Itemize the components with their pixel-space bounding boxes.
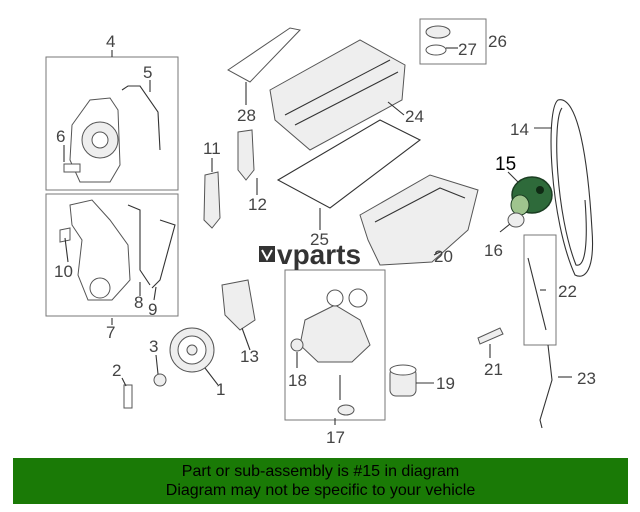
callout-18: 18 — [288, 371, 307, 390]
engine-cover-28 — [227, 27, 301, 83]
callout-14: 14 — [510, 120, 529, 139]
info-banner: Part or sub-assembly is #15 in diagram D… — [13, 458, 628, 504]
valve-cover-24 — [269, 39, 406, 151]
group-box-7 — [45, 193, 179, 317]
dipstick-tube — [539, 344, 553, 429]
oil-cap — [425, 25, 451, 39]
part-16 — [507, 212, 525, 228]
bracket-11 — [203, 171, 221, 229]
callout-17: 17 — [326, 428, 345, 447]
callout-26: 26 — [488, 32, 507, 51]
callout-24: 24 — [405, 107, 424, 126]
callout-12: 12 — [248, 195, 267, 214]
callout-4: 4 — [106, 32, 115, 51]
oil-cap-seal — [425, 44, 447, 56]
lower-timing-cover — [59, 199, 176, 301]
info-line-1: Part or sub-assembly is #15 in diagram — [181, 463, 460, 480]
info-line-2: Diagram may not be specific to your vehi… — [165, 482, 476, 499]
vparts-watermark: vparts — [259, 239, 361, 270]
callout-11: 11 — [203, 139, 221, 158]
bracket-12 — [237, 129, 255, 181]
callout-28: 28 — [237, 106, 256, 125]
drive-belt — [550, 99, 594, 277]
callout-27: 27 — [458, 40, 477, 59]
callout-20: 20 — [434, 247, 453, 266]
group-box-22 — [523, 234, 557, 346]
callout-22: 22 — [558, 282, 577, 301]
oil-pan — [359, 174, 479, 266]
callout-10: 10 — [54, 262, 73, 281]
callout-3: 3 — [149, 337, 158, 356]
dipstick — [527, 257, 547, 331]
callout-25: 25 — [310, 230, 329, 249]
callout-7: 7 — [106, 323, 115, 342]
callout-16: 16 — [484, 241, 503, 260]
callout-15: 15 — [495, 154, 516, 175]
watermark-text: vparts — [277, 239, 361, 270]
valve-cover-gasket — [276, 119, 422, 209]
oil-pump — [290, 288, 371, 416]
group-box-26 — [419, 18, 487, 65]
callout-2: 2 — [112, 361, 121, 380]
callout-19: 19 — [436, 374, 455, 393]
bracket-21 — [477, 327, 504, 345]
callout-21: 21 — [484, 360, 503, 379]
callout-23: 23 — [577, 369, 596, 388]
washer-3 — [153, 373, 167, 387]
crank-pulley — [169, 327, 215, 373]
callout-13: 13 — [240, 347, 259, 366]
highlight-part-15 — [510, 176, 553, 216]
callout-9: 9 — [148, 300, 157, 319]
callout-8: 8 — [134, 293, 143, 312]
callout-5: 5 — [143, 63, 152, 82]
bracket-13 — [221, 279, 256, 331]
oil-filter — [389, 364, 417, 397]
callout-6: 6 — [56, 127, 65, 146]
callout-1: 1 — [216, 380, 225, 399]
parts-diagram: 4 5 6 7 10 8 9 11 12 13 1 2 3 28 24 25 2… — [45, 18, 596, 447]
bolt-2 — [123, 384, 133, 409]
upper-timing-cover — [63, 85, 161, 183]
